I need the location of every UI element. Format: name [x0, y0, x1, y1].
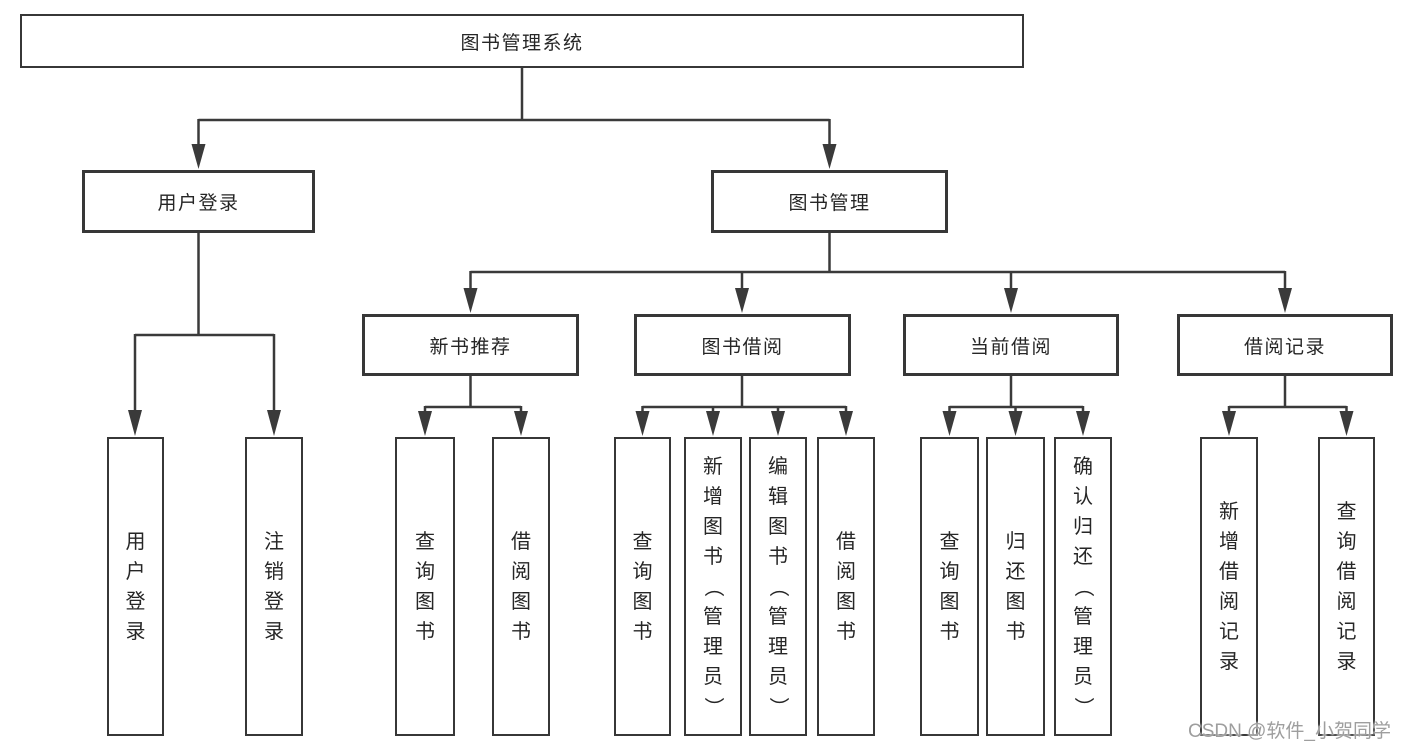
node-book-management: 图书管理 — [711, 170, 948, 233]
arrowheads — [128, 144, 1354, 436]
node-leaf-logout-label: 注销登录 — [264, 530, 284, 643]
node-leaf-add-borrow-record: 新增借阅记录 — [1200, 437, 1258, 736]
node-borrow-records: 借阅记录 — [1177, 314, 1393, 376]
node-leaf-query-books-1-label: 查询图书 — [415, 530, 435, 643]
node-current-borrow: 当前借阅 — [903, 314, 1119, 376]
node-leaf-query-books-3: 查询图书 — [920, 437, 979, 736]
node-leaf-confirm-return-admin-label: 确认归还（管理员） — [1072, 455, 1094, 717]
node-current-borrow-label: 当前借阅 — [969, 336, 1052, 358]
node-leaf-query-books-2-label: 查询图书 — [632, 530, 653, 643]
node-new-book-recommend: 新书推荐 — [362, 314, 579, 376]
node-leaf-query-books-2: 查询图书 — [614, 437, 671, 736]
watermark-text: CSDN @软件_小贺同学 — [1188, 721, 1391, 742]
node-leaf-user-login-label: 用户登录 — [125, 530, 146, 643]
node-leaf-edit-books-admin: 编辑图书（管理员） — [749, 437, 807, 736]
node-leaf-borrow-books-2: 借阅图书 — [817, 437, 875, 736]
node-leaf-user-login: 用户登录 — [107, 437, 164, 736]
node-leaf-borrow-books-1: 借阅图书 — [492, 437, 550, 736]
node-new-book-recommend-label: 新书推荐 — [429, 336, 512, 358]
node-leaf-logout: 注销登录 — [245, 437, 303, 736]
node-leaf-add-books-admin: 新增图书（管理员） — [684, 437, 742, 736]
node-leaf-query-books-3-label: 查询图书 — [939, 530, 960, 643]
node-leaf-add-borrow-record-label: 新增借阅记录 — [1219, 500, 1239, 673]
node-user-login-label: 用户登录 — [157, 193, 240, 214]
node-borrow-records-label: 借阅记录 — [1243, 336, 1326, 358]
node-leaf-confirm-return-admin: 确认归还（管理员） — [1054, 437, 1112, 736]
node-leaf-query-borrow-record: 查询借阅记录 — [1318, 437, 1375, 736]
node-leaf-query-books-1: 查询图书 — [395, 437, 455, 736]
node-leaf-borrow-books-2-label: 借阅图书 — [836, 530, 856, 643]
node-leaf-edit-books-admin-label: 编辑图书（管理员） — [767, 455, 789, 717]
node-leaf-borrow-books-1-label: 借阅图书 — [511, 530, 531, 643]
node-system-root-label: 图书管理系统 — [460, 32, 584, 54]
node-leaf-query-borrow-record-label: 查询借阅记录 — [1336, 500, 1357, 673]
node-leaf-return-books: 归还图书 — [986, 437, 1045, 736]
node-leaf-add-books-admin-label: 新增图书（管理员） — [702, 455, 724, 717]
node-leaf-return-books-label: 归还图书 — [1005, 530, 1026, 643]
node-book-borrow: 图书借阅 — [634, 314, 851, 376]
node-user-login: 用户登录 — [82, 170, 315, 233]
node-book-management-label: 图书管理 — [788, 193, 871, 214]
node-book-borrow-label: 图书借阅 — [701, 336, 784, 358]
node-system-root: 图书管理系统 — [20, 14, 1024, 68]
